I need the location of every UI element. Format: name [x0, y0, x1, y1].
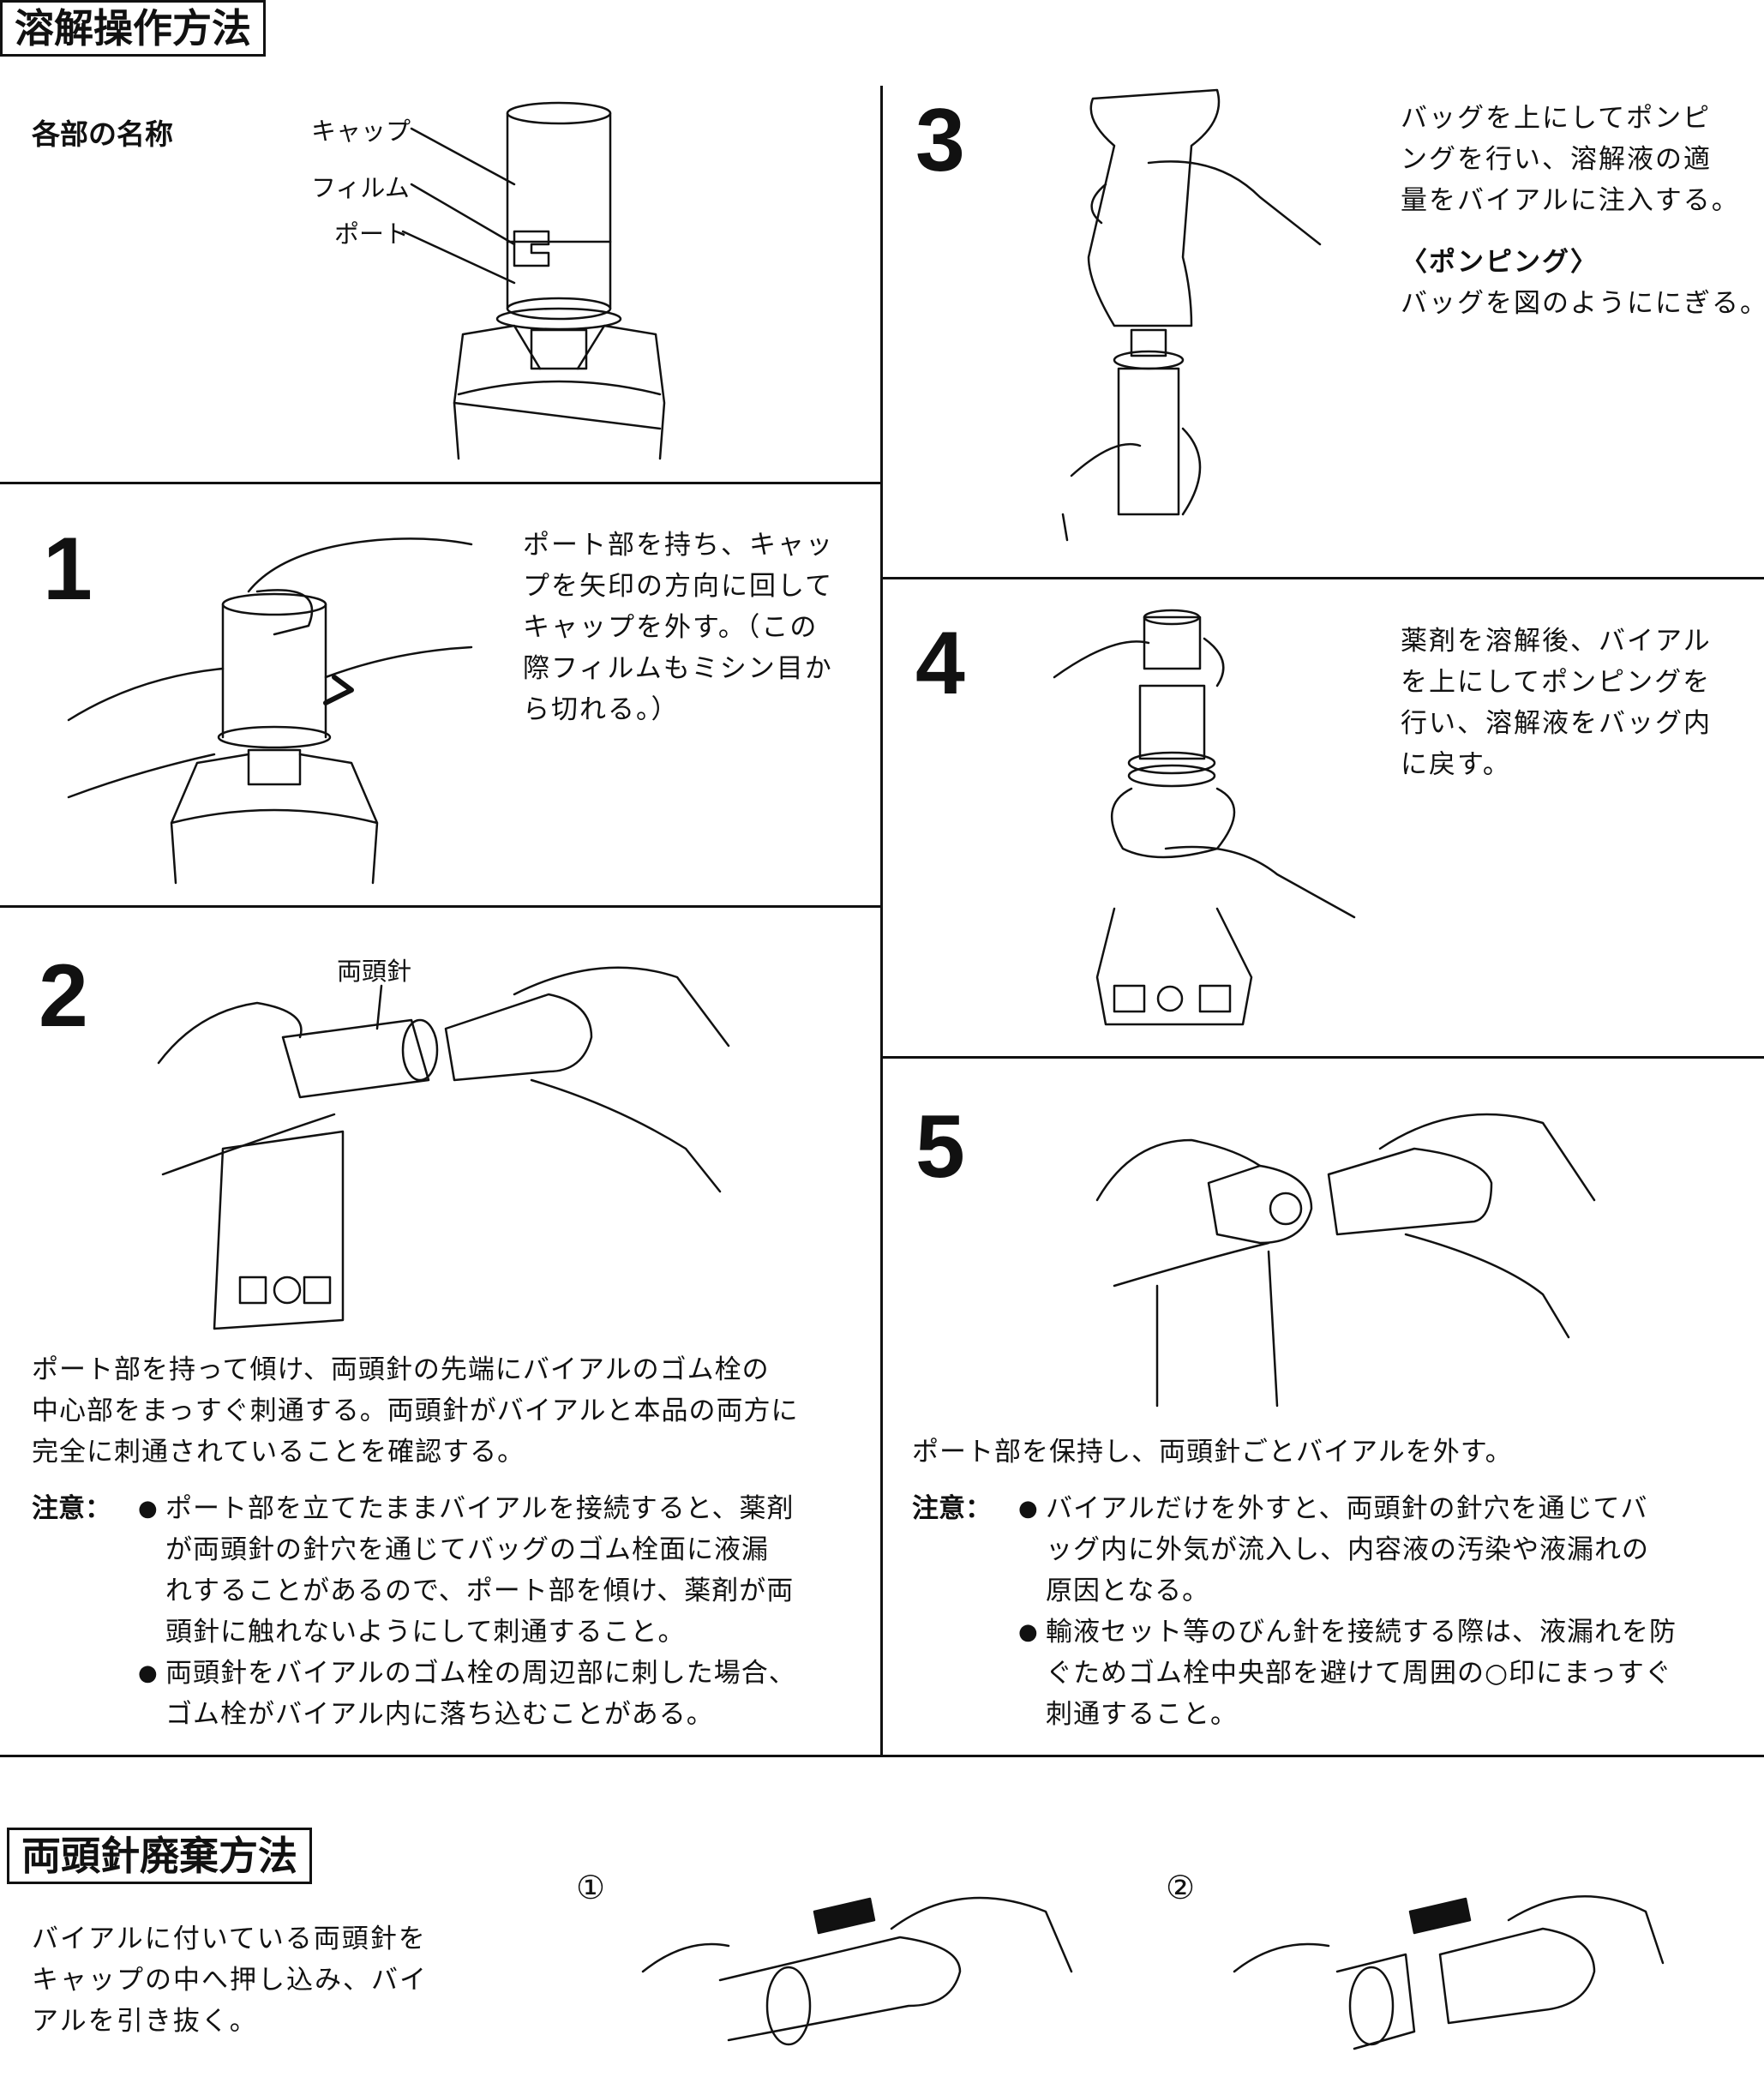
- arrow-right-icon: [1408, 1897, 1472, 1935]
- label-cap: キャップ: [311, 117, 411, 146]
- step2-illustration: [157, 966, 730, 1330]
- pumping-heading: 〈ポンピング〉: [1401, 247, 1599, 278]
- step3-text: バッグを上にしてポンピ ングを行い、溶解液の適 量をバイアルに注入する。 〈ポン…: [1401, 98, 1764, 324]
- text-line: ポート部を持って傾け、両頭針の先端にバイアルのゴム栓の: [32, 1354, 770, 1385]
- caution-label: 注意：: [912, 1493, 992, 1524]
- caution-item: バイアルだけを外すと、両頭針の針穴を通じてバ ッグ内に外気が流入し、内容液の汚染…: [1018, 1488, 1761, 1612]
- text-line: 完全に刺通されていることを確認する。: [32, 1437, 525, 1468]
- divider: [0, 1755, 1764, 1757]
- text-line: プを矢印の方向に回して: [523, 571, 834, 602]
- step2-text: ポート部を持って傾け、両頭針の先端にバイアルのゴム栓の 中心部をまっすぐ刺通する…: [32, 1349, 798, 1473]
- arrow-left-icon: [813, 1897, 876, 1935]
- step1-illustration: [67, 537, 473, 885]
- text-line: 頭針に触れないようにして刺通すること。: [165, 1617, 686, 1648]
- text-line: キャップを外す。（この: [523, 612, 819, 643]
- text-line: バッグを図のようににぎる。: [1401, 288, 1764, 319]
- step-number-1: 1: [43, 519, 93, 619]
- text-line: 中心部をまっすぐ刺通する。両頭針がバイアルと本品の両方に: [32, 1396, 799, 1426]
- parts-illustration: [401, 101, 666, 460]
- label-port: ポート: [334, 219, 410, 249]
- text-line: ぐためゴム栓中央部を避けて周囲の○印にまっすぐ: [1046, 1658, 1672, 1689]
- parts-heading: 各部の名称: [32, 117, 173, 151]
- marker-1: ①: [576, 1869, 606, 1906]
- divider: [0, 905, 881, 908]
- text-line: ングを行い、溶解液の適: [1401, 144, 1712, 175]
- text-line: ら切れる。）: [523, 694, 680, 725]
- step2-caution: 注意： ポート部を立てたままバイアルを接続すると、薬剤 が両頭針の針穴を通じてバ…: [32, 1488, 872, 1735]
- text-line: 両頭針をバイアルのゴム栓の周辺部に刺した場合、: [165, 1658, 796, 1689]
- text-line: に戻す。: [1401, 749, 1511, 780]
- text-line: 輸液セット等のびん針を接続する際は、液漏れを防: [1046, 1617, 1677, 1648]
- step4-illustration: [1053, 609, 1356, 1026]
- text-line: 原因となる。: [1046, 1576, 1210, 1606]
- step-number-2: 2: [39, 946, 88, 1046]
- text-line: ッグ内に外気が流入し、内容液の汚染や液漏れの: [1046, 1534, 1649, 1565]
- text-line: キャップの中へ押し込み、バイ: [32, 1965, 428, 1996]
- divider: [881, 1056, 1764, 1059]
- text-line: が両頭針の針穴を通じてバッグのゴム栓面に液漏: [165, 1534, 769, 1565]
- divider: [881, 577, 1764, 579]
- divider-vertical: [880, 86, 883, 1757]
- text-line: ゴム栓がバイアル内に落ち込むことがある。: [165, 1699, 714, 1730]
- text-line: ポート部を持ち、キャッ: [523, 530, 834, 561]
- section-title-dissolution: 溶解操作方法: [0, 0, 266, 57]
- caution-item: ポート部を立てたままバイアルを接続すると、薬剤 が両頭針の針穴を通じてバッグのゴ…: [138, 1488, 872, 1653]
- text-line: アルを引き抜く。: [32, 2006, 258, 2037]
- step1-text: ポート部を持ち、キャッ プを矢印の方向に回して キャップを外す。（この 際フィル…: [523, 525, 834, 730]
- step4-text: 薬剤を溶解後、バイアル を上にしてポンピングを 行い、溶解液をバッグ内 に戻す。: [1401, 621, 1712, 785]
- label-double-needle: 両頭針: [337, 957, 412, 986]
- step-number-3: 3: [915, 91, 965, 190]
- caution-item: 輸液セット等のびん針を接続する際は、液漏れを防 ぐためゴム栓中央部を避けて周囲の…: [1018, 1612, 1761, 1735]
- step5-caution: 注意： バイアルだけを外すと、両頭針の針穴を通じてバ ッグ内に外気が流入し、内容…: [912, 1488, 1761, 1735]
- section-title-needle-disposal: 両頭針廃棄方法: [7, 1828, 312, 1884]
- step-number-4: 4: [915, 614, 965, 713]
- step-number-5: 5: [915, 1097, 965, 1197]
- text-line: れすることがあるので、ポート部を傾け、薬剤が両: [165, 1576, 795, 1606]
- caution-item: 両頭針をバイアルのゴム栓の周辺部に刺した場合、 ゴム栓がバイアル内に落ち込むこと…: [138, 1653, 872, 1735]
- text-line: 刺通すること。: [1046, 1699, 1238, 1730]
- label-film: フィルム: [311, 173, 410, 202]
- text-line: バイアルに付いている両頭針を: [32, 1924, 427, 1954]
- text-line: ポート部を立てたままバイアルを接続すると、薬剤: [165, 1493, 795, 1524]
- text-line: 行い、溶解液をバッグ内: [1401, 708, 1712, 739]
- text-line: バイアルだけを外すと、両頭針の針穴を通じてバ: [1046, 1493, 1648, 1524]
- text-line: を上にしてポンピングを: [1401, 667, 1712, 698]
- marker-2: ②: [1166, 1869, 1196, 1906]
- text-line: 量をバイアルに注入する。: [1401, 185, 1740, 216]
- step5-text: ポート部を保持し、両頭針ごとバイアルを外す。: [912, 1437, 1513, 1468]
- disposal-text: バイアルに付いている両頭針を キャップの中へ押し込み、バイ アルを引き抜く。: [32, 1918, 428, 2042]
- text-line: 薬剤を溶解後、バイアル: [1401, 626, 1712, 657]
- step5-illustration: [1095, 1113, 1596, 1408]
- caution-label: 注意：: [32, 1493, 111, 1524]
- step3-illustration: [1061, 88, 1322, 542]
- divider: [0, 482, 881, 484]
- text-line: 際フィルムもミシン目か: [523, 653, 833, 684]
- text-line: バッグを上にしてポンピ: [1401, 103, 1712, 134]
